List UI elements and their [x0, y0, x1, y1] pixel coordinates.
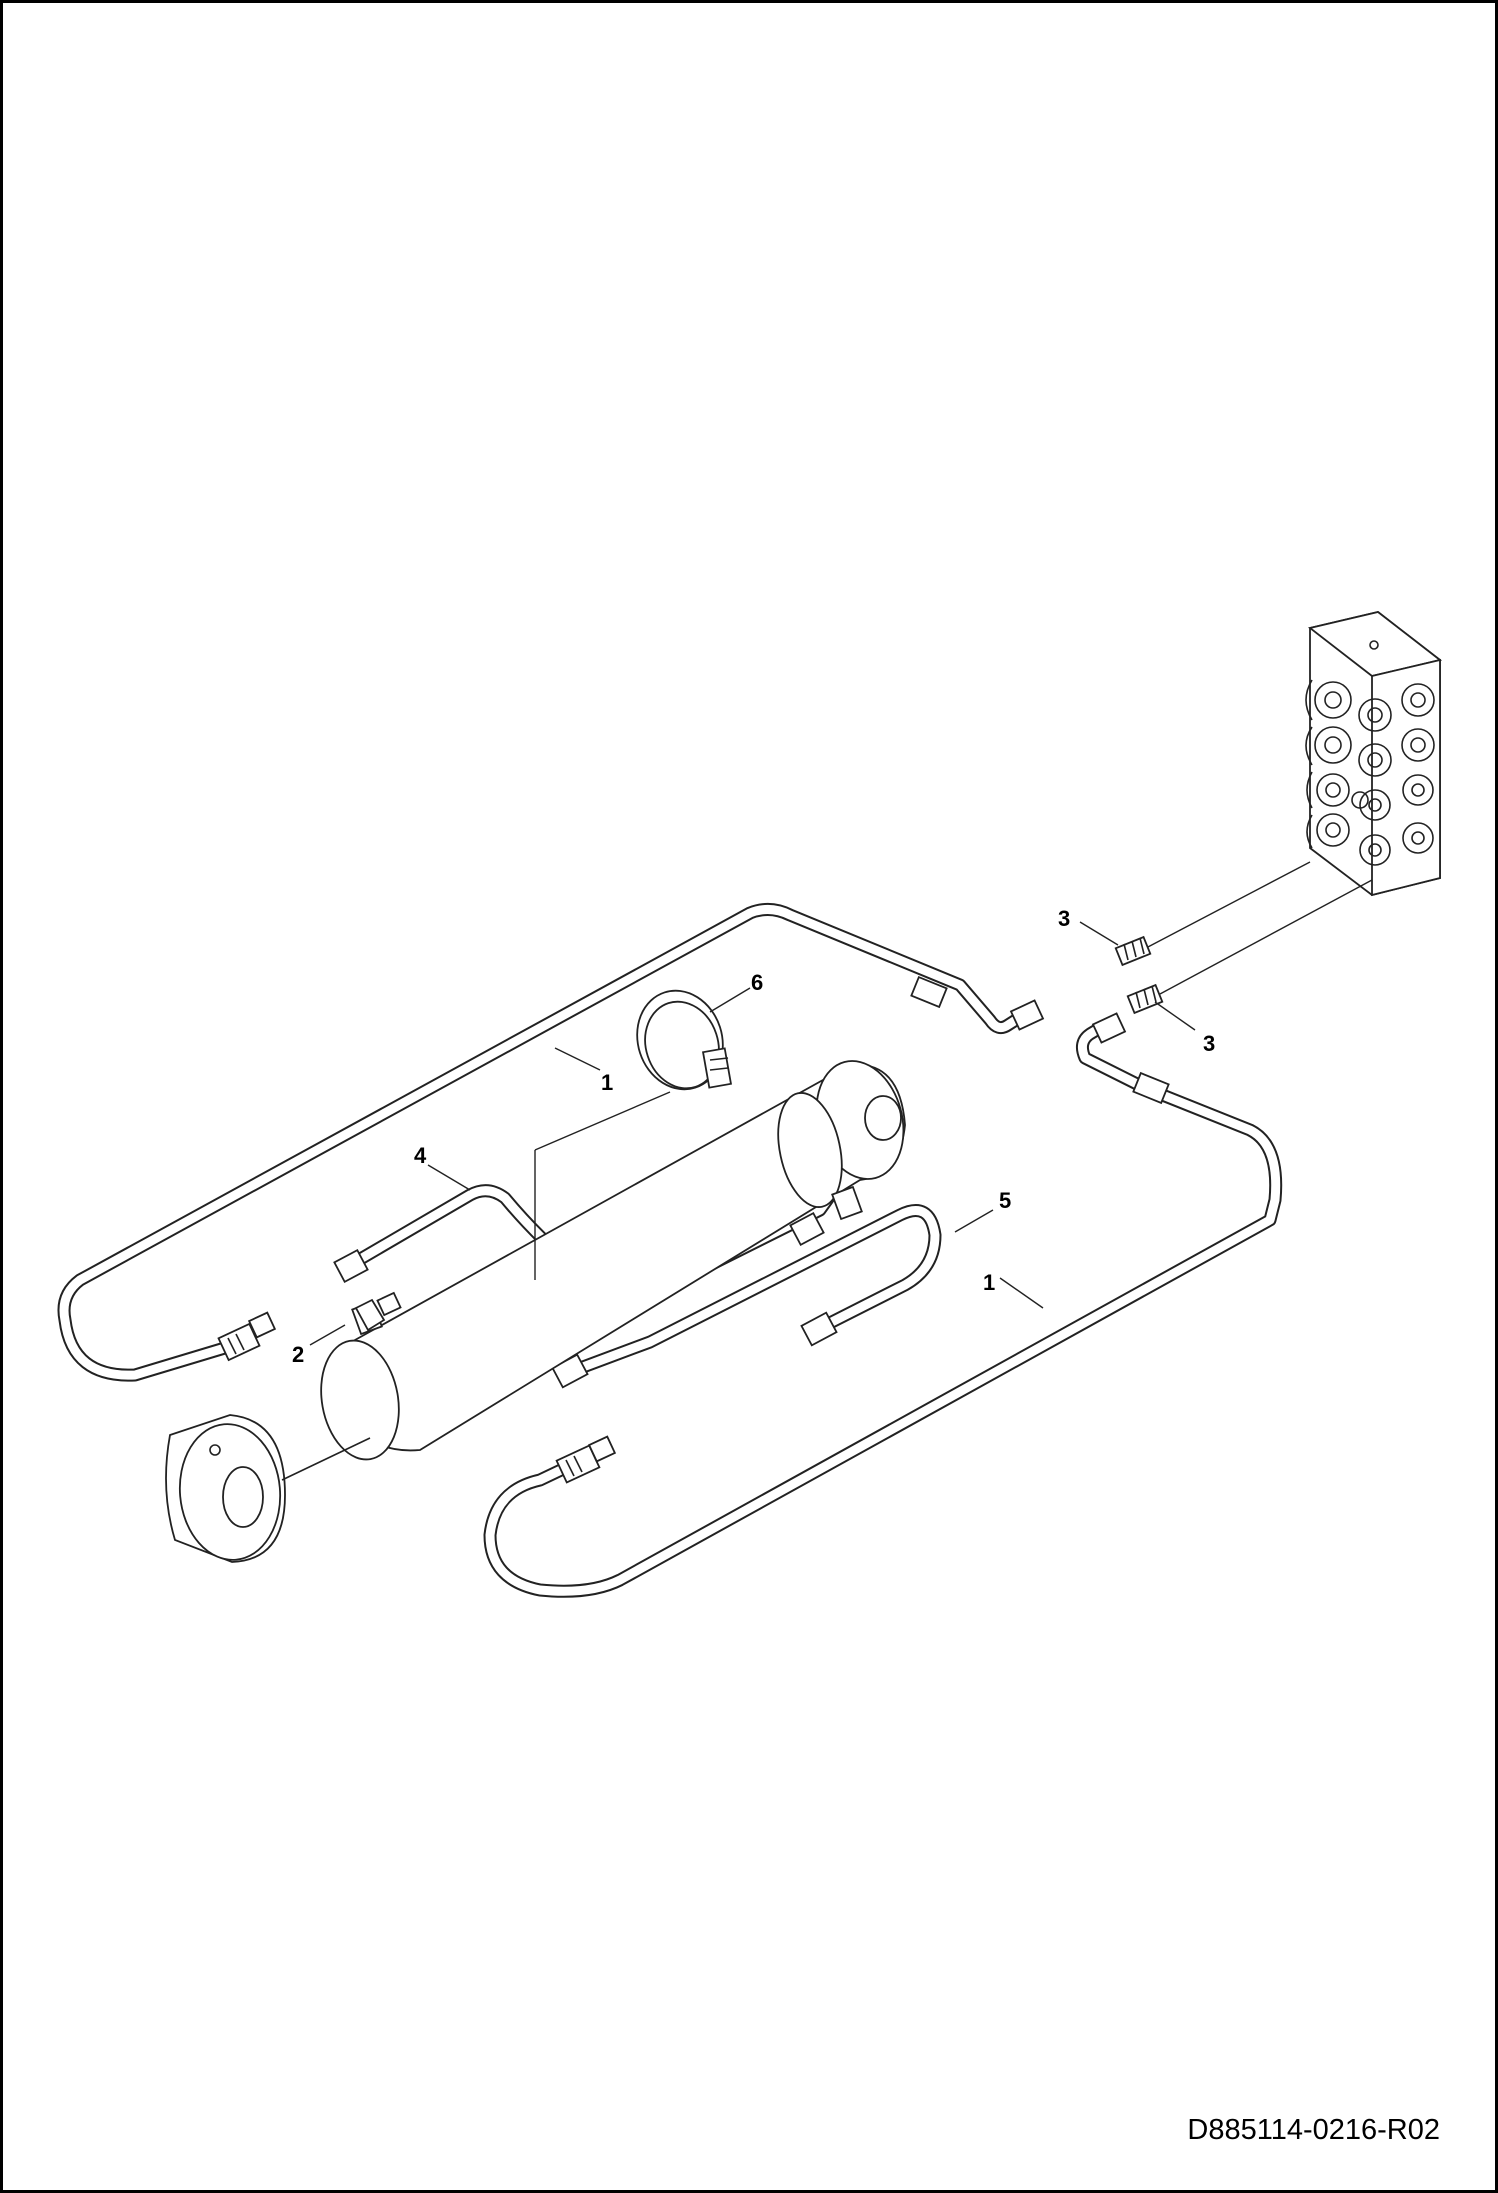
callout-3-lower: 3 — [1203, 1031, 1215, 1056]
tube-line-upper — [57, 903, 1045, 1382]
hose-5 — [551, 1204, 942, 1389]
hydraulic-cylinder — [165, 1060, 906, 1563]
leader-3-lower — [1154, 1001, 1196, 1031]
callout-4: 4 — [414, 1143, 427, 1168]
valve-block — [1305, 611, 1443, 897]
leader-2 — [309, 1324, 346, 1346]
callout-6: 6 — [751, 970, 763, 995]
leader-5 — [954, 1209, 994, 1233]
callout-1-lower: 1 — [983, 1270, 995, 1295]
leader-6 — [709, 987, 751, 1013]
callout-3-upper: 3 — [1058, 906, 1070, 931]
hose-clamp — [534, 989, 733, 1280]
leader-1-lower — [999, 1277, 1044, 1309]
leader-1-upper — [554, 1047, 601, 1071]
tube-line-lower — [483, 1012, 1283, 1598]
callout-1-upper: 1 — [601, 1070, 613, 1095]
fitting-3-upper — [1114, 861, 1311, 967]
drawing-number: D885114-0216-R02 — [1187, 2114, 1440, 2146]
leader-3-upper — [1079, 921, 1119, 946]
callout-5: 5 — [999, 1188, 1011, 1213]
fitting-3-lower — [1126, 879, 1373, 1015]
elbow-fitting-2 — [354, 1291, 402, 1332]
callout-2: 2 — [292, 1342, 304, 1367]
leader-4 — [427, 1164, 471, 1191]
